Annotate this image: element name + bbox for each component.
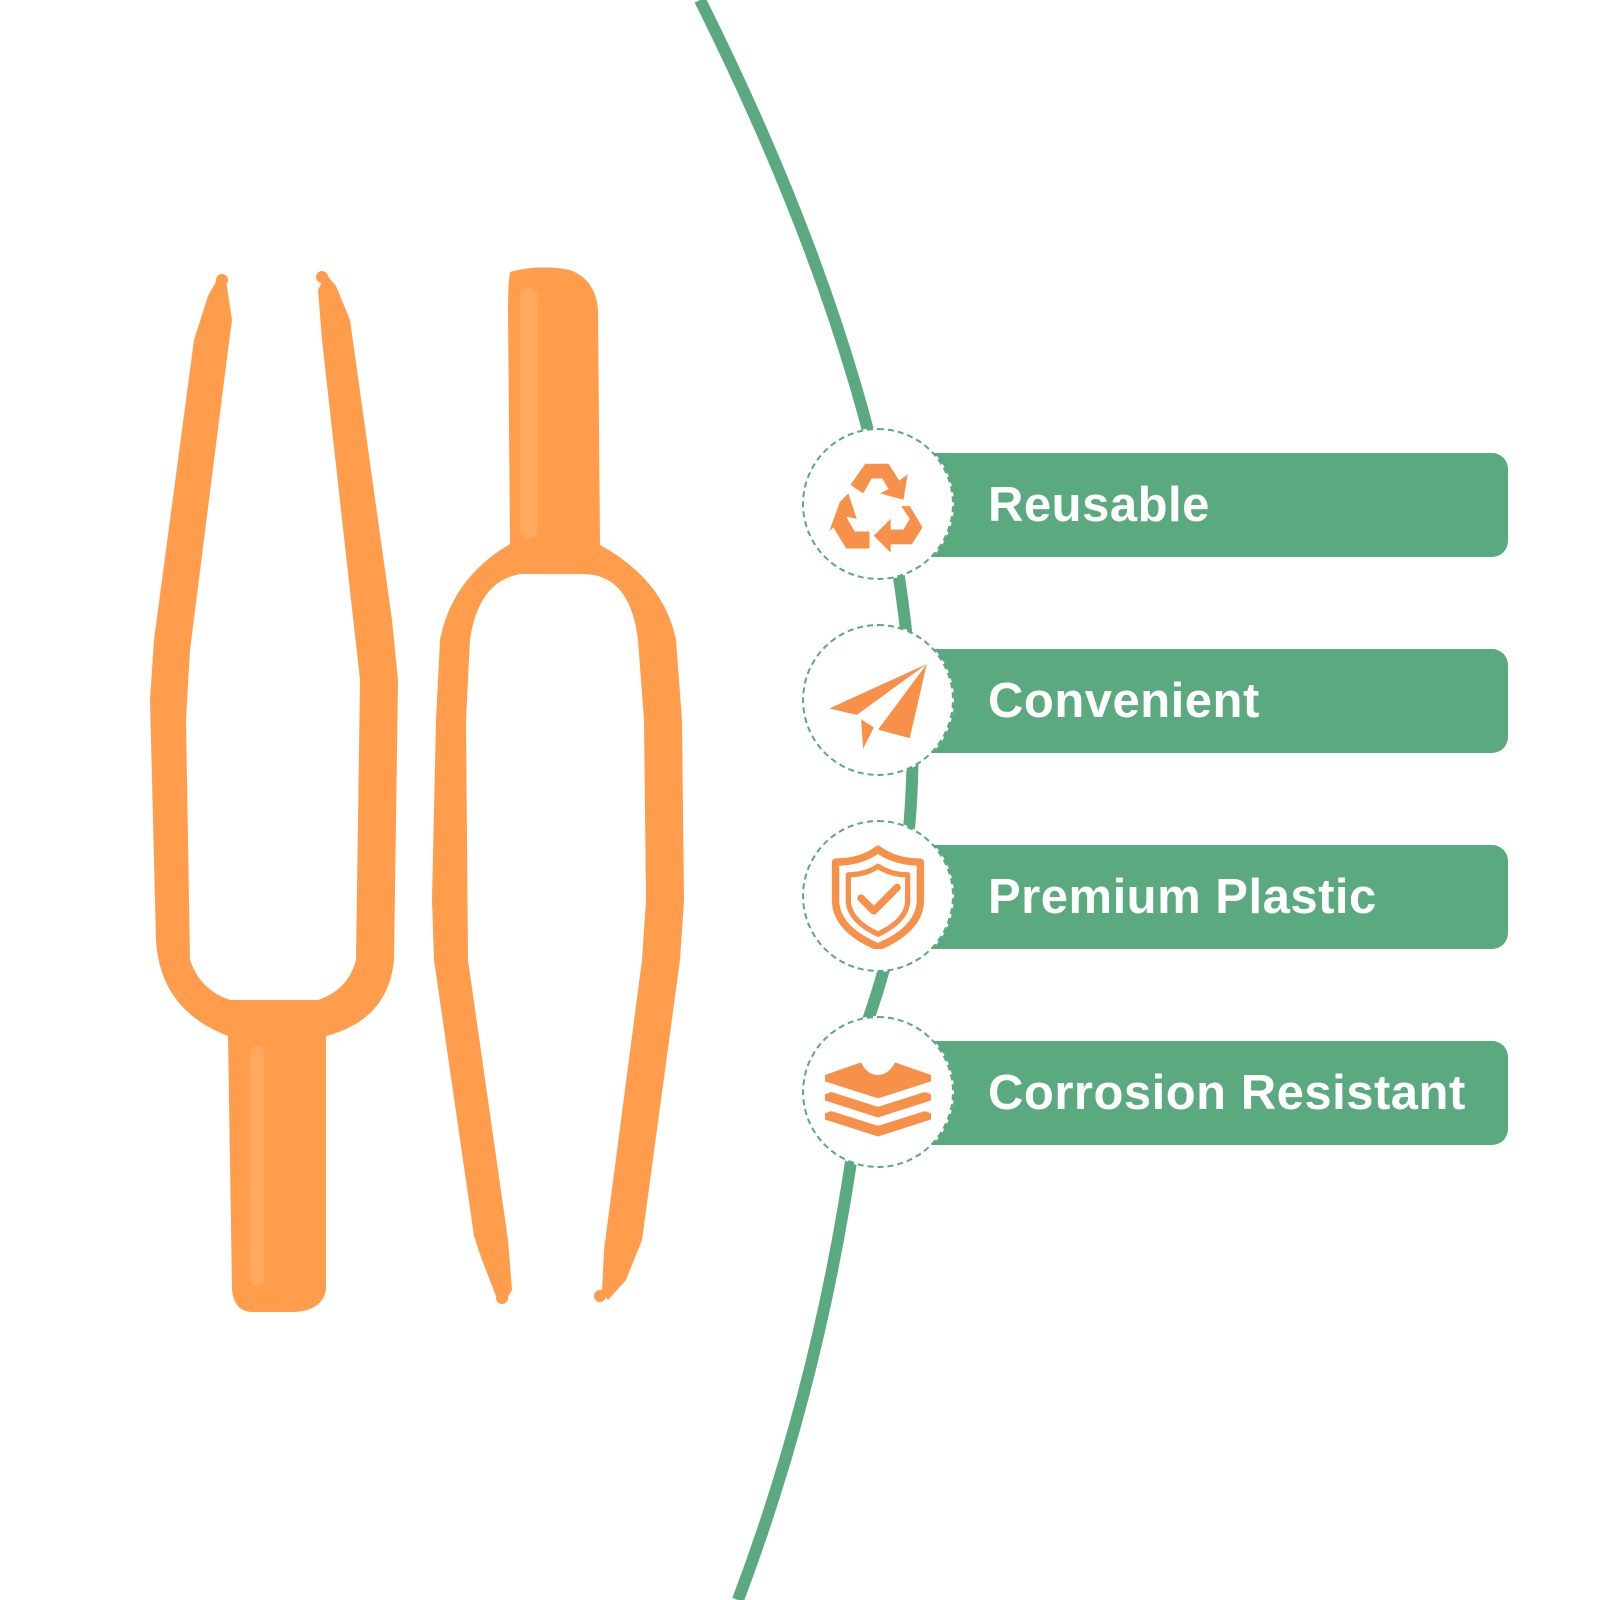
feature-label: Convenient xyxy=(988,674,1260,728)
layers-icon xyxy=(825,1062,931,1137)
feature-badge xyxy=(802,428,954,580)
feature-badge xyxy=(802,624,954,776)
feature-badge xyxy=(802,820,954,972)
paper-plane-icon xyxy=(829,663,927,749)
feature-bar xyxy=(858,1041,1508,1145)
feature-label: Corrosion Resistant xyxy=(988,1066,1466,1120)
feature-reusable: Reusable xyxy=(800,428,1510,584)
feature-convenient: Convenient xyxy=(800,624,1510,780)
feature-corrosion-resistant: Corrosion Resistant xyxy=(800,1016,1510,1172)
feature-bar xyxy=(858,453,1508,557)
shield-check-icon xyxy=(831,845,925,949)
feature-label: Reusable xyxy=(988,478,1210,532)
clip-left xyxy=(150,274,398,1312)
feature-badge xyxy=(802,1016,954,1168)
feature-label: Premium Plastic xyxy=(988,870,1377,924)
recycle-icon xyxy=(829,463,923,553)
feature-bar xyxy=(858,649,1508,753)
product-image xyxy=(150,267,684,1312)
clip-right xyxy=(432,267,684,1300)
feature-bar xyxy=(858,845,1508,949)
feature-premium-plastic: Premium Plastic xyxy=(800,820,1510,976)
